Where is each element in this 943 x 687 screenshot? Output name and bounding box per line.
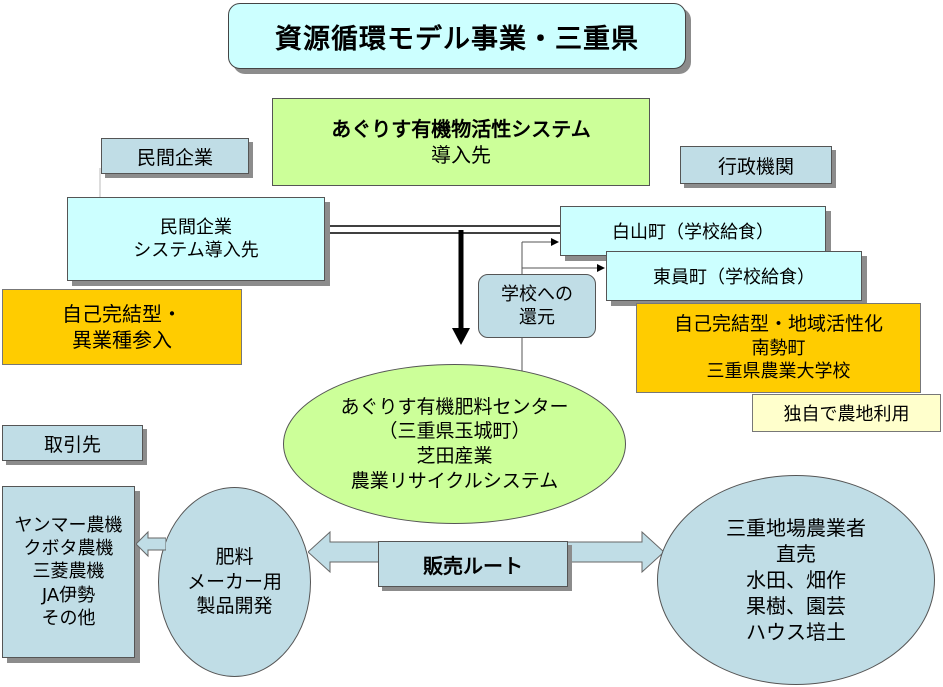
sales-route-label-box: 販売ルート [378, 541, 568, 587]
clients-tag-label: 取引先 [43, 433, 101, 456]
down-arrow [452, 230, 470, 345]
center-line2: （三重県玉城町） [378, 420, 531, 443]
private-sector-box-line1: 民間企業 [160, 216, 232, 238]
left-small-arrow [136, 530, 166, 558]
fertilizer-line1: 肥料 [215, 545, 254, 568]
private-note-line2: 異業種参入 [72, 328, 172, 352]
school-return-line1: 学校への [501, 283, 573, 305]
list-item: JA伊勢 [41, 584, 96, 606]
center-line1: あぐりす有機肥料センター [340, 395, 569, 418]
private-sector-tag-label: 民間企業 [136, 146, 213, 169]
government-note: 自己完結型・地域活性化 南勢町 三重県農業大学校 [636, 303, 921, 393]
government-tag-label: 行政機関 [717, 155, 794, 178]
farmers-line2: 直売 [776, 542, 816, 566]
center-line4: 農業リサイクルシステム [350, 469, 559, 492]
farmers-line5: ハウス培土 [746, 620, 846, 644]
hakusan-label: 白山町（学校給食） [612, 222, 774, 243]
government-note-line2: 南勢町 [751, 337, 806, 359]
list-item: その他 [41, 608, 96, 630]
private-sector-box-line2: システム導入先 [133, 240, 259, 261]
fertilizer-line2: メーカー用 [186, 570, 282, 593]
private-sector-box: 民間企業 システム導入先 [67, 197, 325, 281]
system-intro-box: あぐりす有機物活性システム 導入先 [272, 98, 650, 186]
fertilizer-maker: 肥料 メーカー用 製品開発 [158, 487, 311, 677]
page-title-box: 資源循環モデル事業・三重県 [228, 3, 686, 69]
toin-box: 東員町（学校給食） [606, 251, 862, 301]
private-note: 自己完結型・ 異業種参入 [2, 289, 242, 365]
center-line3: 芝田産業 [416, 445, 493, 467]
farmers-line3: 水田、畑作 [746, 568, 846, 592]
clients-list: ヤンマー農機 クボタ農機 三菱農機 JA伊勢 その他 [2, 486, 135, 658]
page-title: 資源循環モデル事業・三重県 [275, 23, 639, 55]
list-item: ヤンマー農機 [14, 514, 123, 536]
hakusan-box: 白山町（学校給食） [560, 206, 826, 256]
local-farmers: 三重地場農業者 直売 水田、畑作 果樹、園芸 ハウス培土 [657, 475, 935, 685]
toin-label: 東員町（学校給食） [653, 267, 815, 288]
sales-route-label: 販売ルート [423, 553, 523, 578]
private-note-line1: 自己完結型・ [62, 302, 182, 326]
school-return-bubble: 学校への 還元 [478, 274, 596, 338]
government-note-line1: 自己完結型・地域活性化 [673, 313, 883, 336]
government-tag: 行政機関 [680, 146, 832, 184]
government-note-line3: 三重県農業大学校 [706, 361, 851, 383]
own-land-label: 独自で農地利用 [783, 404, 910, 425]
fertilizer-line3: 製品開発 [196, 595, 273, 618]
farmers-line1: 三重地場農業者 [726, 516, 866, 540]
own-land-note: 独自で農地利用 [752, 394, 941, 432]
system-intro-title: あぐりす有機物活性システム [331, 117, 591, 141]
fertilizer-center: あぐりす有機肥料センター （三重県玉城町） 芝田産業 農業リサイクルシステム [283, 364, 626, 524]
system-intro-subtitle: 導入先 [431, 143, 491, 167]
clients-tag: 取引先 [2, 425, 143, 461]
double-connector-line [326, 225, 560, 234]
school-return-line2: 還元 [519, 307, 555, 328]
list-item: クボタ農機 [23, 537, 114, 559]
private-sector-tag: 民間企業 [101, 138, 249, 174]
list-item: 三菱農機 [32, 561, 105, 583]
farmers-line4: 果樹、園芸 [746, 594, 846, 618]
